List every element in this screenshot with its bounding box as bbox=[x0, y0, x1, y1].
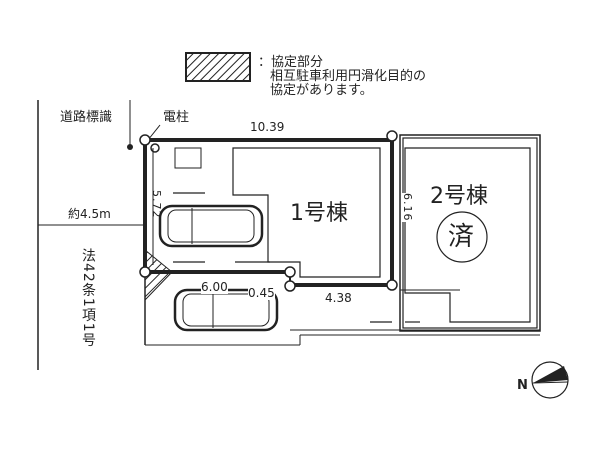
north-arrow-icon bbox=[531, 361, 569, 399]
building2-label: 2号棟 bbox=[430, 184, 488, 209]
utility-pole-label: 電柱 bbox=[163, 110, 190, 125]
building1-label: 1号棟 bbox=[290, 201, 348, 226]
dimension-right: 6.16 bbox=[401, 193, 414, 222]
sold-mark: 済 bbox=[448, 222, 475, 252]
legend-line-1: ：協定部分 bbox=[258, 55, 324, 70]
dimension-bottom-a: 6.00 bbox=[201, 280, 228, 294]
utility-pole-icon bbox=[150, 143, 160, 153]
legend-hatch-swatch bbox=[185, 52, 251, 82]
lot1-boundary bbox=[145, 138, 394, 287]
road-width-label: 約4.5m bbox=[68, 207, 111, 221]
building2-outline bbox=[404, 147, 531, 323]
legend-line-3: 協定があります。 bbox=[270, 83, 373, 98]
road-sign-label: 道路標識 bbox=[60, 110, 113, 125]
car-1-icon bbox=[158, 204, 264, 248]
lot2-boundary-outer bbox=[399, 134, 541, 332]
legend-text: ：協定部分 相互駐車利用円滑化目的の 協定があります。 bbox=[258, 56, 426, 98]
boundary-markers bbox=[139, 130, 398, 292]
dimension-bottom-b: 0.45 bbox=[248, 286, 275, 300]
road-law-label: 法42条1項1号 bbox=[80, 248, 96, 348]
dimension-left: 5.72 bbox=[150, 190, 163, 219]
road-sign-marker bbox=[127, 144, 133, 150]
sold-circle bbox=[436, 211, 488, 263]
building1-outline bbox=[232, 147, 381, 278]
legend-line-2: 相互駐車利用円滑化目的の bbox=[270, 69, 427, 84]
dimension-top: 10.39 bbox=[250, 120, 285, 134]
dimension-bottom-c: 4.38 bbox=[325, 291, 352, 305]
north-label: N bbox=[517, 378, 528, 393]
